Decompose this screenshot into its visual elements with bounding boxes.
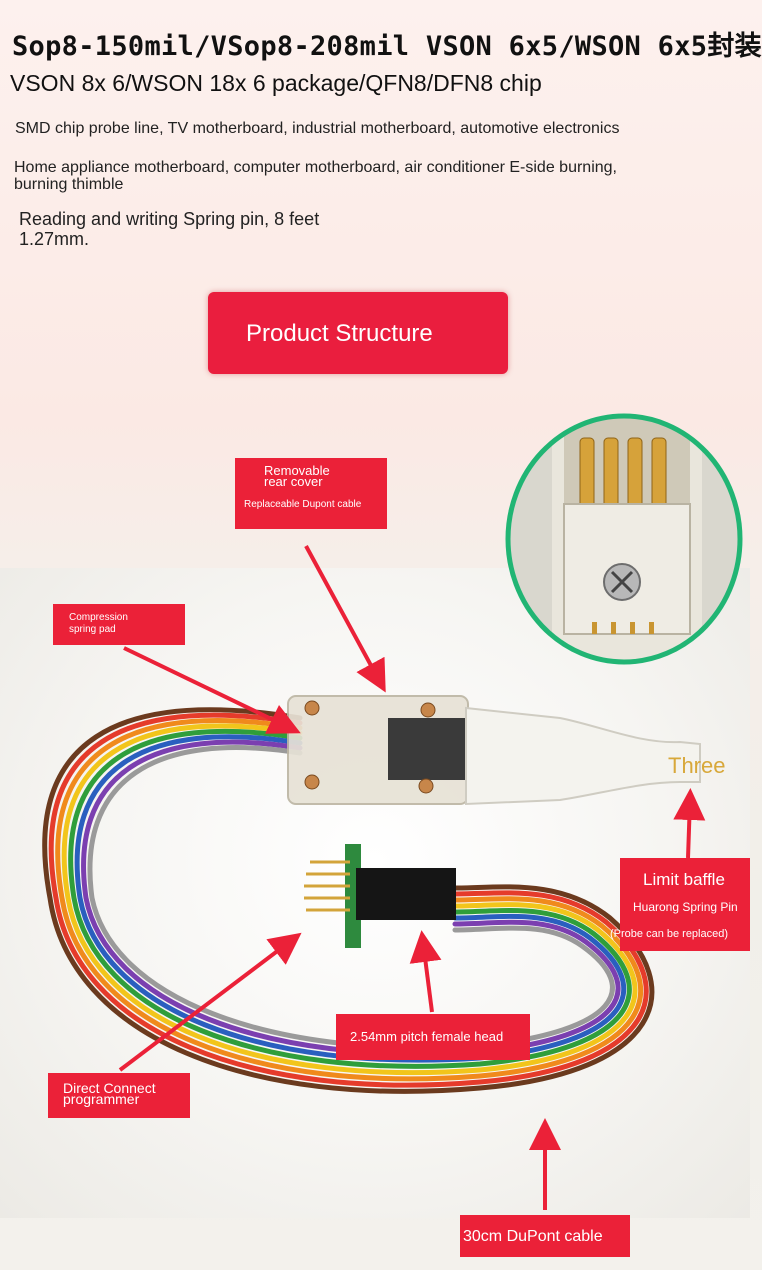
callout-direct-connect-line1: Direct Connect bbox=[63, 1080, 156, 1096]
callout-spring-pad-line1: Compression bbox=[69, 612, 128, 623]
callout-probe-replace: (Probe can be replaced) bbox=[610, 928, 729, 940]
callout-dupont-cable: 30cm DuPont cable bbox=[460, 1215, 630, 1257]
callout-female-head-text: 2.54mm pitch female head bbox=[350, 1029, 504, 1044]
callout-rear-cover-line1: Removable bbox=[264, 463, 330, 478]
probe-closeup-inset bbox=[500, 408, 748, 670]
product-structure-button[interactable]: Product Structure bbox=[208, 292, 508, 374]
three-label: Three bbox=[668, 753, 726, 778]
callout-limit-baffle: Limit baffle Huarong Spring Pin (Probe c… bbox=[610, 858, 750, 951]
description-line-2: Home appliance motherboard, computer mot… bbox=[14, 159, 617, 193]
product-illustration bbox=[42, 695, 701, 1094]
callout-dupont-cable-text: 30cm DuPont cable bbox=[463, 1228, 603, 1245]
callout-rear-cover-line2: rear cover bbox=[264, 474, 323, 489]
callout-female-head: 2.54mm pitch female head bbox=[336, 1014, 530, 1060]
callout-dupont-replace: Replaceable Dupont cable bbox=[244, 499, 362, 510]
callout-limit-baffle-title: Limit baffle bbox=[643, 870, 725, 889]
product-structure-label: Product Structure bbox=[246, 320, 433, 347]
callout-direct-connect-line2: programmer bbox=[63, 1091, 140, 1107]
callout-spring-pad: Compression spring pad bbox=[53, 604, 185, 645]
callout-direct-connect: Direct Connect programmer bbox=[48, 1073, 190, 1118]
callout-rear-cover: Removable rear cover Replaceable Dupont … bbox=[235, 458, 387, 529]
description-line-1: SMD chip probe line, TV motherboard, ind… bbox=[15, 120, 620, 137]
page-subtitle: VSON 8x 6/WSON 18x 6 package/QFN8/DFN8 c… bbox=[10, 70, 542, 96]
callout-huarong: Huarong Spring Pin bbox=[633, 900, 738, 914]
description-line-3: Reading and writing Spring pin, 8 feet 1… bbox=[19, 209, 320, 249]
callout-spring-pad-line2: spring pad bbox=[69, 624, 116, 635]
page-title: Sop8-150mil/VSop8-208mil VSON 6x5/WSON 6… bbox=[12, 31, 762, 62]
